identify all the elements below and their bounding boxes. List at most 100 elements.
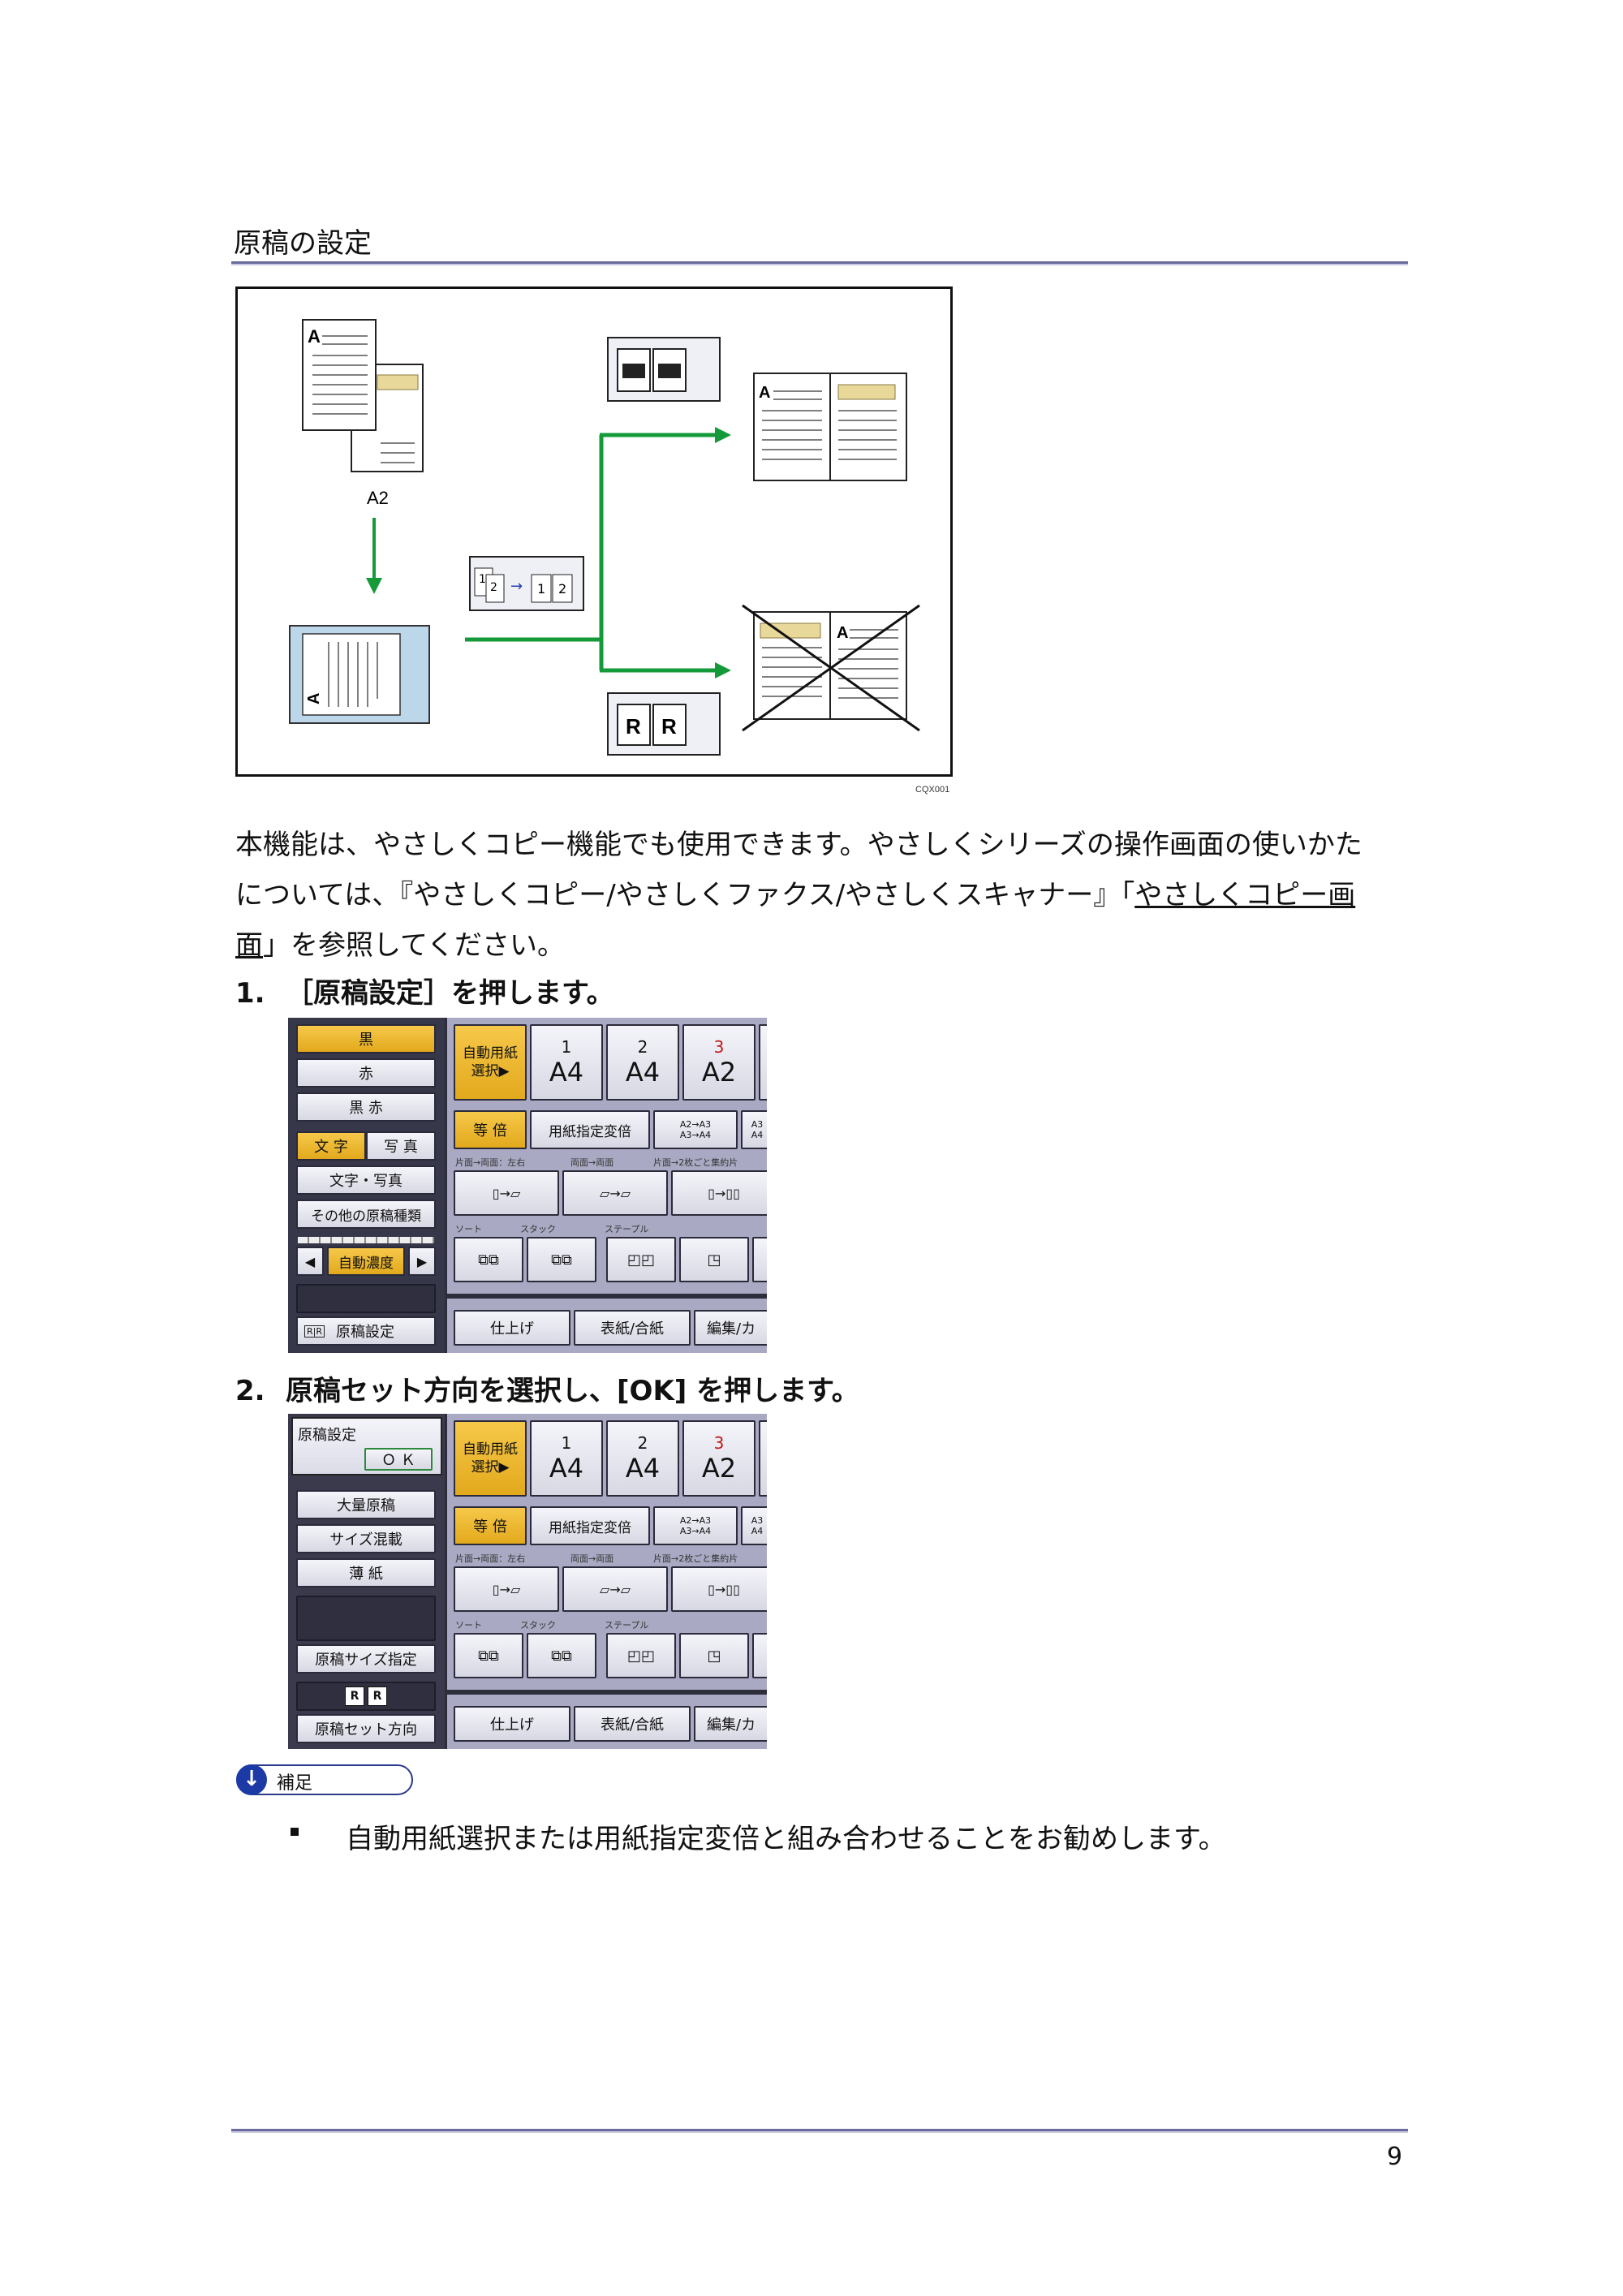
step-2-number: 2. <box>235 1375 265 1407</box>
sort-button[interactable]: ⧉⧉ <box>454 1237 523 1282</box>
paper-zoom-button[interactable]: 用紙指定変倍 <box>530 1110 650 1149</box>
auto-density-button[interactable]: 自動濃度 <box>327 1247 405 1276</box>
text-photo-button[interactable]: 文字・写真 <box>296 1165 436 1195</box>
paper-zoom-button-2[interactable]: 用紙指定変倍 <box>530 1506 650 1545</box>
black-red-button[interactable]: 黒 赤 <box>296 1092 436 1122</box>
tray-2-number: 2 <box>637 1037 648 1057</box>
cover-tab-2[interactable]: 表紙/合紙 <box>574 1706 691 1742</box>
step-1-number: 1. <box>235 977 265 1010</box>
bulk-original-button[interactable]: 大量原稿 <box>296 1490 436 1519</box>
step-2-text: 原稿セット方向を選択し、[OK] を押します。 <box>286 1375 859 1407</box>
density-right-arrow[interactable]: ▶ <box>408 1247 436 1276</box>
edit-tab-2[interactable]: 編集/カ <box>694 1706 767 1742</box>
zoom-preset-a3-a4[interactable]: A3 A4 <box>741 1110 767 1149</box>
bullet-square-icon <box>291 1828 299 1836</box>
staple-left-icon: ◰◰ <box>626 1251 655 1269</box>
same-size-button-2[interactable]: 等 倍 <box>454 1506 527 1545</box>
thin-paper-button[interactable]: 薄 紙 <box>296 1558 436 1587</box>
same-size-button[interactable]: 等 倍 <box>454 1110 527 1149</box>
text-mode-button[interactable]: 文 字 <box>296 1131 366 1161</box>
result-correct: A <box>753 373 907 481</box>
auto-paper-select-button[interactable]: 自動用紙 選択▶ <box>454 1024 527 1101</box>
note-label: 補足 <box>277 1773 313 1794</box>
svg-text:→: → <box>510 578 523 595</box>
orientation-r-icon-1: R <box>345 1686 364 1706</box>
dup-label-1: 片面→両面：左右 <box>455 1157 526 1168</box>
zoom-preset-a2-a3-2[interactable]: A2→A3 A3→A4 <box>653 1506 738 1545</box>
wrong-letter-a: A <box>837 624 848 642</box>
orientation-selected[interactable]: R R <box>296 1682 436 1711</box>
original-size-button[interactable]: 原稿サイズ指定 <box>296 1644 436 1674</box>
exposure-glass: A <box>289 625 430 724</box>
duplex-1to2-button-2[interactable]: ▯→▱ <box>454 1566 559 1612</box>
combine-button-2[interactable]: ▯→▯▯ <box>671 1566 767 1612</box>
stack-button-2[interactable]: ⧉⧉ <box>527 1633 596 1678</box>
panel-divider <box>447 1294 767 1299</box>
zoom-preset-a2-a3[interactable]: A2→A3 A3→A4 <box>653 1110 738 1149</box>
combine-button[interactable]: ▯→▯▯ <box>671 1170 767 1216</box>
duplex-2to2-button[interactable]: ▱→▱ <box>562 1170 668 1216</box>
stack-button[interactable]: ⧉⧉ <box>527 1237 596 1282</box>
bullet-text: 自動用紙選択または用紙指定変倍と組み合わせることをお勧めします。 <box>346 1823 1226 1855</box>
auto-paper-select-button-2[interactable]: 自動用紙 選択▶ <box>454 1420 527 1497</box>
dup-label-2: 両面→両面 <box>570 1157 614 1168</box>
staple-right-button[interactable]: ◳ <box>679 1237 749 1282</box>
edit-tab[interactable]: 編集/カ <box>694 1310 767 1346</box>
settings-title: 原稿設定 <box>298 1427 356 1444</box>
intro-line-3-text: 」を参照してください。 <box>263 929 565 962</box>
duplex-2to2-icon-2: ▱→▱ <box>599 1581 631 1597</box>
page-number: 9 <box>1387 2143 1403 2171</box>
panel-divider-2 <box>447 1690 767 1695</box>
link-yasashiku-copy[interactable]: やさしくコピー画 <box>1134 879 1356 911</box>
other-original-type-button[interactable]: その他の原稿種類 <box>296 1200 436 1229</box>
tray-4-button-partial-2[interactable] <box>759 1420 767 1497</box>
staple-left-button-2[interactable]: ◰◰ <box>606 1633 676 1678</box>
dup-label-2-2: 両面→両面 <box>570 1553 614 1564</box>
duplex-2to2-button-2[interactable]: ▱→▱ <box>562 1566 668 1612</box>
staple-right-icon: ◳ <box>707 1251 721 1269</box>
finishing-tab[interactable]: 仕上げ <box>454 1310 570 1346</box>
red-button[interactable]: 赤 <box>296 1058 436 1088</box>
density-left-arrow[interactable]: ◀ <box>296 1247 324 1276</box>
finishing-tab-2[interactable]: 仕上げ <box>454 1706 570 1742</box>
sort-button-2[interactable]: ⧉⧉ <box>454 1633 523 1678</box>
note-badge: ↓ 補足 <box>236 1764 413 1795</box>
empty-slot-2 <box>296 1596 436 1641</box>
tray-3-number-2: 3 <box>713 1433 725 1453</box>
result-wrong: A <box>742 604 920 732</box>
empty-slot <box>296 1284 436 1313</box>
tray-4-button-partial[interactable] <box>759 1024 767 1101</box>
staple-more-button[interactable] <box>752 1237 767 1282</box>
link-yasashiku-copy-cont[interactable]: 面 <box>235 929 263 962</box>
dup-label-3: 片面→2枚ごと集約片 <box>653 1157 738 1168</box>
staple-more-button-2[interactable] <box>752 1633 767 1678</box>
zoom-preset-a3-a4-2[interactable]: A3 A4 <box>741 1506 767 1545</box>
sort-label-2: ソート <box>455 1620 482 1630</box>
orientation-icon-top <box>607 337 721 402</box>
dup-label-3-2: 片面→2枚ごと集約片 <box>653 1553 738 1564</box>
original-orientation-button[interactable]: 原稿セット方向 <box>296 1714 436 1743</box>
arrow-down-icon: ↓ <box>236 1764 267 1795</box>
cover-tab[interactable]: 表紙/合紙 <box>574 1310 691 1346</box>
diagram-drawing: A A2 A <box>289 319 920 756</box>
photo-mode-button[interactable]: 写 真 <box>366 1131 436 1161</box>
staple-right-button-2[interactable]: ◳ <box>679 1633 749 1678</box>
staple-left-button[interactable]: ◰◰ <box>606 1237 676 1282</box>
black-button[interactable]: 黒 <box>296 1024 436 1053</box>
glass-letter-a: A <box>305 693 323 704</box>
orientation-letter-r2: R <box>661 714 677 739</box>
duplex-1to2-button[interactable]: ▯→▱ <box>454 1170 559 1216</box>
ok-button[interactable]: Ｏ Ｋ <box>364 1448 433 1471</box>
left-panel-settings: 原稿設定 Ｏ Ｋ 大量原稿 サイズ混載 薄 紙 原稿サイズ指定 R R 原稿セッ… <box>288 1414 445 1749</box>
mixed-size-button[interactable]: サイズ混載 <box>296 1524 436 1553</box>
combine-icon-2: ▯→▯▯ <box>708 1581 740 1597</box>
tray-1-size-2: A4 <box>549 1453 584 1484</box>
